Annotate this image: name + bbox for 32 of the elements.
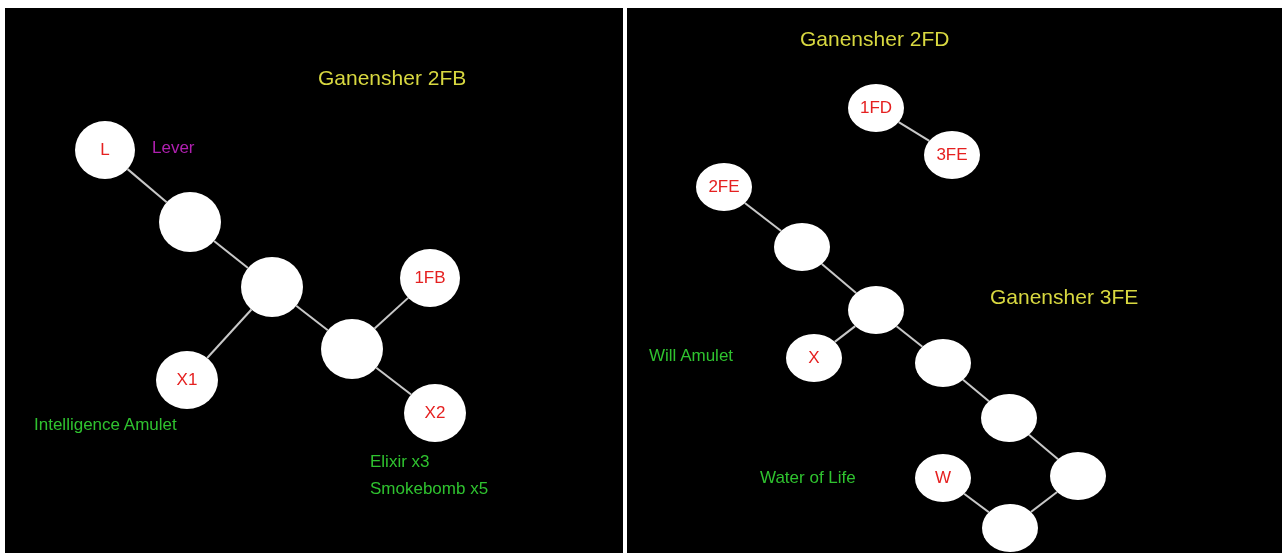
item-note: Will Amulet (649, 346, 734, 366)
connector-line (962, 378, 990, 403)
connector-line (213, 240, 249, 269)
connector-line (1028, 433, 1059, 461)
connector-line (126, 168, 168, 204)
item-note: Intelligence Amulet (34, 415, 177, 435)
node-label: 2FE (708, 177, 740, 197)
section-title: Ganensher 2FD (800, 27, 950, 51)
node-label: X2 (424, 403, 446, 423)
connector-line (963, 492, 990, 514)
section-title: Ganensher 3FE (990, 285, 1139, 309)
node-label: 3FE (936, 145, 968, 165)
connector-line (295, 304, 329, 332)
section-title: Ganensher 2FB (318, 66, 467, 90)
connector-line (895, 325, 924, 348)
connector-line (206, 308, 253, 359)
connector-line (833, 325, 857, 343)
connector-line (1029, 491, 1059, 513)
node-label: L (100, 140, 110, 160)
node-label: W (934, 468, 951, 488)
node-label: X (808, 348, 820, 368)
item-note: Elixir x3 Smokebomb x5 (370, 451, 490, 500)
node-label: 1FB (414, 268, 446, 288)
connector-line (897, 121, 931, 142)
connector-line (820, 262, 858, 295)
node-label: 1FD (859, 98, 893, 118)
node-label: X1 (176, 370, 198, 390)
connector-line (375, 366, 413, 396)
item-note: Lever (152, 138, 195, 158)
connector-line (373, 296, 410, 330)
item-note: Water of Life (760, 468, 856, 488)
connector-line (743, 202, 783, 232)
